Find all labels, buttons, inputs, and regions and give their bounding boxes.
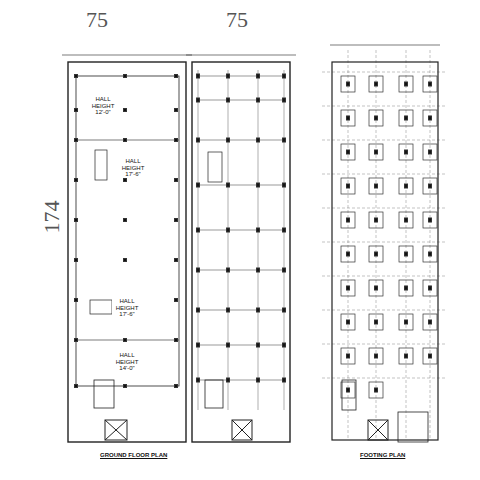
beam-line <box>196 270 286 271</box>
hall-height-note: HALL HEIGHT 12'-0" <box>88 96 118 116</box>
grid-line <box>430 50 431 440</box>
footing <box>423 246 437 262</box>
beam-line <box>196 100 286 101</box>
column <box>175 339 178 342</box>
grid-line <box>322 242 446 243</box>
column <box>124 179 127 182</box>
grid-line <box>322 310 446 311</box>
column <box>175 385 178 388</box>
hall-height-note: HALL HEIGHT 14'-0" <box>112 352 142 372</box>
column <box>75 339 78 342</box>
column <box>124 109 127 112</box>
footing <box>341 76 355 92</box>
beam-line <box>258 70 259 410</box>
beam-line <box>196 380 286 381</box>
column <box>175 179 178 182</box>
grid-line <box>376 50 377 440</box>
grid-line <box>322 72 446 73</box>
beam-line <box>196 345 286 346</box>
column <box>75 109 78 112</box>
beam-line <box>196 140 286 141</box>
column <box>75 299 78 302</box>
grid-line <box>322 344 446 345</box>
column <box>75 259 78 262</box>
column <box>124 75 127 78</box>
column <box>124 385 127 388</box>
column <box>175 109 178 112</box>
grid-line <box>406 50 407 440</box>
grid-line <box>322 276 446 277</box>
beam-line <box>228 70 229 410</box>
beam-line <box>284 70 285 410</box>
column <box>175 75 178 78</box>
column <box>75 75 78 78</box>
column <box>75 219 78 222</box>
column <box>175 299 178 302</box>
column <box>75 385 78 388</box>
column <box>124 259 127 262</box>
footing <box>369 246 383 262</box>
overall-dimension: 75 <box>226 8 248 32</box>
beam-line <box>198 70 199 410</box>
column <box>124 219 127 222</box>
column <box>75 139 78 142</box>
footing <box>423 76 437 92</box>
column <box>124 339 127 342</box>
grid-line <box>322 174 446 175</box>
column <box>75 179 78 182</box>
beam-line <box>196 310 286 311</box>
grid-line <box>322 140 446 141</box>
grid-line <box>348 50 349 440</box>
beam-line <box>196 230 286 231</box>
plan-title: FOOTING PLAN <box>360 452 405 459</box>
overall-dimension: 75 <box>86 8 108 32</box>
grid-line <box>322 208 446 209</box>
plan-title: GROUND FLOOR PLAN <box>100 452 167 459</box>
footing <box>341 246 355 262</box>
beam-line <box>196 185 286 186</box>
column <box>175 139 178 142</box>
footing <box>399 76 413 92</box>
overall-dimension: 174 <box>40 201 64 234</box>
column <box>124 139 127 142</box>
footing <box>399 246 413 262</box>
grid-line <box>322 106 446 107</box>
column <box>175 219 178 222</box>
hall-height-note: HALL HEIGHT 17'-6" <box>112 298 142 318</box>
beam-line <box>196 76 286 77</box>
grid-line <box>322 378 446 379</box>
footing <box>369 76 383 92</box>
hall-height-note: HALL HEIGHT 17'-6" <box>118 158 148 178</box>
column <box>175 259 178 262</box>
